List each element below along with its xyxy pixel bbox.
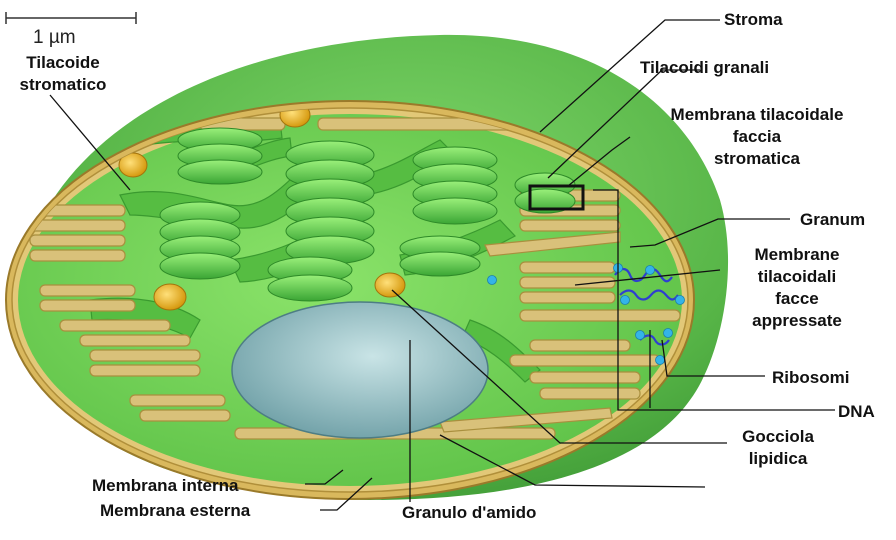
label-gocciola-lipidica: Gocciola lipidica: [728, 426, 828, 470]
granum-stack-upper: [178, 128, 262, 184]
label-membrana-interna: Membrana interna: [92, 475, 238, 497]
starch-granule: [232, 302, 488, 438]
label-stroma: Stroma: [724, 9, 783, 31]
label-granulo-amido: Granulo d'amido: [402, 502, 536, 524]
label-membrana-tilacoidale-stromatica: Membrana tilacoidale faccia stromatica: [632, 104, 882, 170]
label-tilacoidi-granali: Tilacoidi granali: [640, 57, 769, 79]
scale-bar-line: [6, 12, 136, 24]
granum-stack-far-right: [515, 173, 575, 213]
label-membrana-esterna: Membrana esterna: [100, 500, 250, 522]
label-membrane-appressate: Membrane tilacoidali facce appressate: [722, 244, 872, 332]
label-ribosomi: Ribosomi: [772, 367, 849, 389]
granum-stack-left: [160, 202, 240, 279]
label-granum: Granum: [800, 209, 865, 231]
label-tilacoide-stromatico: Tilacoide stromatico: [2, 52, 124, 96]
label-dna: DNA: [838, 401, 875, 423]
scale-bar-label: 1 µm: [33, 27, 76, 49]
